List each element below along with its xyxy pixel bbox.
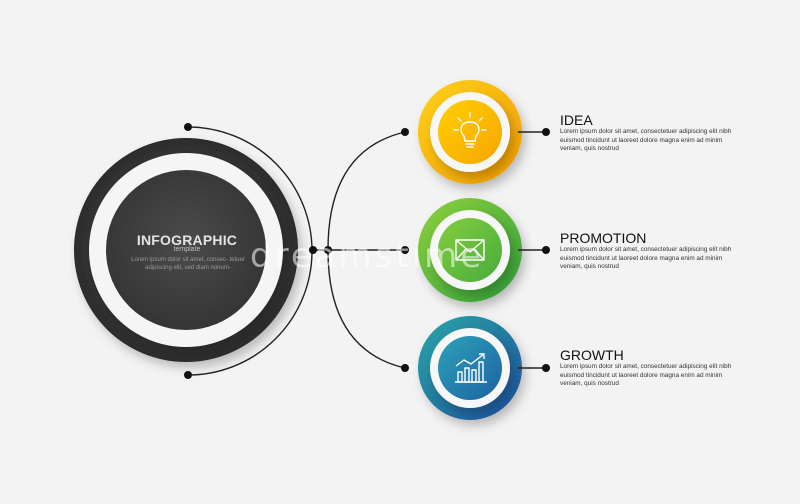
connector-dot (184, 371, 192, 379)
connector-dot (542, 246, 550, 254)
connector-dot (542, 364, 550, 372)
step-idea-circle (418, 80, 522, 184)
watermark: dreamstime (250, 236, 485, 276)
envelope-icon (455, 239, 485, 261)
connector-dot (542, 128, 550, 136)
connector-dot (401, 364, 409, 372)
main-subtitle: template (173, 246, 201, 253)
step-title-promotion: PROMOTION (560, 230, 647, 246)
step-description-growth: Lorem ipsum dolor sit amet, consectetuer… (560, 363, 732, 388)
step-title-idea: IDEA (560, 112, 593, 128)
connector-dot (401, 128, 409, 136)
step-title-growth: GROWTH (560, 347, 624, 363)
main-title: INFOGRAPHIC (136, 232, 238, 248)
step-growth-circle (418, 316, 522, 420)
connector-dot (309, 246, 317, 254)
step-description-promotion: Lorem ipsum dolor sit amet, consectetuer… (560, 246, 732, 271)
step-description-idea: Lorem ipsum dolor sit amet, consectetuer… (560, 128, 732, 153)
lightbulb-icon (453, 112, 487, 148)
main-circle (74, 138, 298, 362)
growth-chart-icon (455, 353, 487, 383)
main-body-text: Lorem ipsum dolor sit amet, consec- tetu… (131, 257, 245, 271)
connector-dot (324, 246, 332, 254)
connector-dot (184, 123, 192, 131)
step-promotion-circle (418, 198, 522, 302)
connector-dot (401, 246, 409, 254)
